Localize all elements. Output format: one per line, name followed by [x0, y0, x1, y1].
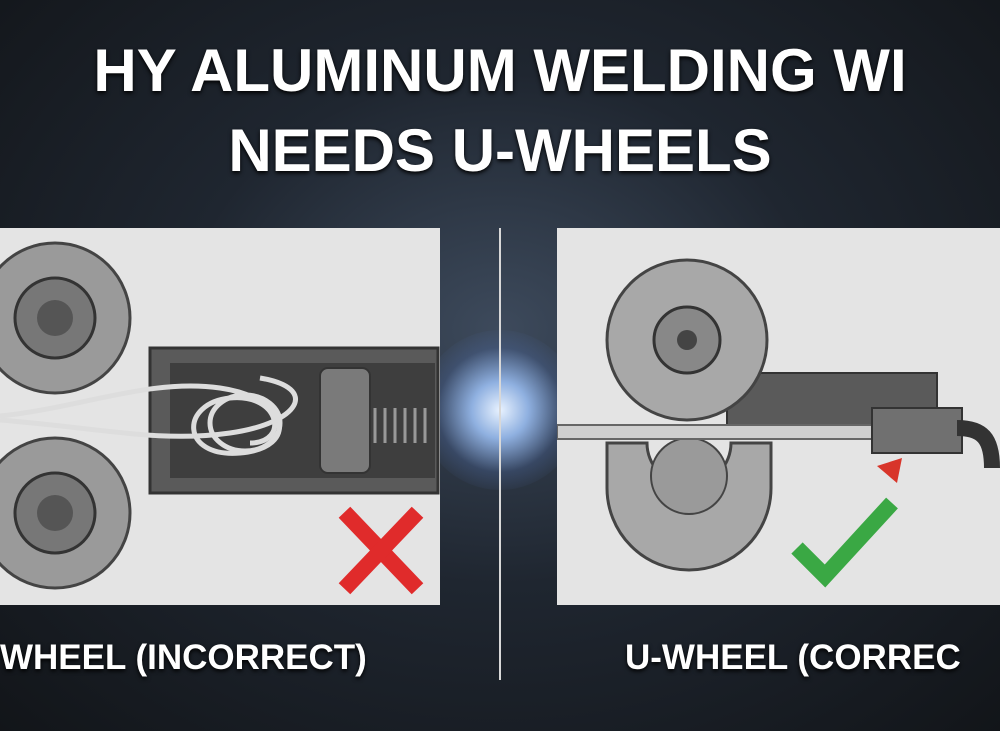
v-wheel-diagram	[0, 241, 440, 595]
incorrect-label: WHEEL (INCORRECT)	[0, 638, 367, 677]
u-wheel-diagram	[557, 258, 1000, 588]
green-check-icon	[791, 497, 898, 588]
center-divider	[499, 228, 501, 680]
straight-wire	[557, 424, 888, 440]
u-wheel-correct-panel	[557, 228, 1000, 605]
red-x-icon	[338, 506, 424, 595]
correct-label: U-WHEEL (CORREC	[625, 638, 961, 677]
v-wheel-incorrect-panel	[0, 228, 440, 605]
title-line-1: HY ALUMINUM WELDING WI	[93, 37, 907, 104]
title-line-2: NEEDS U-WHEELS	[228, 117, 772, 184]
tangled-wire	[0, 375, 298, 456]
